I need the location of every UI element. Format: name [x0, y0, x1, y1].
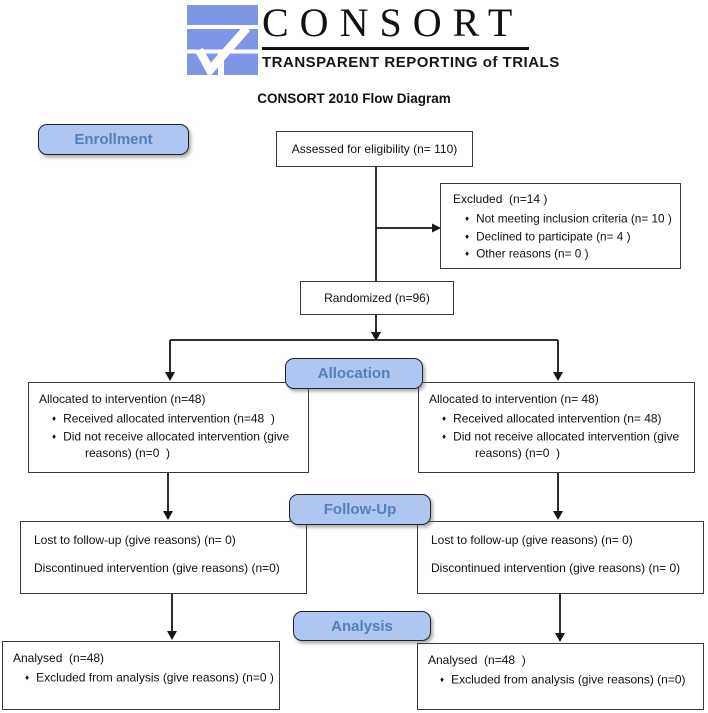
- followup-left-line: Lost to follow-up (give reasons) (n= 0): [34, 533, 236, 547]
- allocation-left-item: Did not receive allocated intervention (…: [39, 428, 304, 463]
- analysis-right-title: Analysed (n=48 ): [428, 653, 526, 667]
- arrowhead-alloc-right: [553, 372, 563, 381]
- analysis-right-item: Excluded from analysis (give reasons) (n…: [428, 671, 699, 689]
- assessed-eligibility-box: Assessed for eligibility (n= 110): [276, 131, 473, 167]
- excluded-item: Not meeting inclusion criteria (n= 10 ): [453, 210, 676, 228]
- allocation-right-title: Allocated to intervention (n= 48): [429, 392, 599, 406]
- followup-right-line: Lost to follow-up (give reasons) (n= 0): [431, 533, 633, 547]
- followup-left-line: Discontinued intervention (give reasons)…: [34, 561, 280, 575]
- followup-right-line: Discontinued intervention (give reasons)…: [431, 561, 681, 575]
- arrowhead-follow-right: [553, 511, 563, 520]
- page-title: CONSORT 2010 Flow Diagram: [257, 91, 451, 106]
- logo-underline: [262, 47, 529, 50]
- consort-logo-icon: [187, 5, 258, 75]
- stage-label-analysis: Analysis: [293, 611, 431, 641]
- stage-label-allocation: Allocation: [285, 358, 423, 389]
- arrowhead-analysis-left: [167, 631, 177, 640]
- analysis-left-title: Analysed (n=48): [13, 651, 105, 665]
- arrowhead-analysis-right: [555, 633, 565, 642]
- checkmark-icon: [195, 25, 251, 75]
- allocation-right-item: Received allocated intervention (n= 48): [429, 410, 690, 428]
- assessed-text: Assessed for eligibility (n= 110): [291, 142, 458, 156]
- followup-left-box: Lost to follow-up (give reasons) (n= 0) …: [20, 521, 307, 594]
- logo-subtitle: TRANSPARENT REPORTING of TRIALS: [262, 54, 560, 71]
- analysis-right-box: Analysed (n=48 ) Excluded from analysis …: [417, 643, 704, 710]
- arrowhead-alloc-left: [165, 372, 175, 381]
- allocation-right-item: Did not receive allocated intervention (…: [429, 428, 690, 463]
- excluded-item: Declined to participate (n= 4 ): [453, 228, 676, 246]
- excluded-box: Excluded (n=14 ) Not meeting inclusion c…: [440, 183, 681, 269]
- randomized-box: Randomized (n=96): [300, 281, 454, 315]
- analysis-left-item: Excluded from analysis (give reasons) (n…: [13, 669, 275, 687]
- allocation-left-item: Received allocated intervention (n=48 ): [39, 410, 304, 428]
- arrowhead-branch: [371, 332, 381, 341]
- excluded-item: Other reasons (n= 0 ): [453, 245, 676, 263]
- excluded-title: Excluded (n=14 ): [453, 192, 548, 206]
- allocation-left-title: Allocated to intervention (n=48): [39, 392, 206, 406]
- stage-label-enrollment: Enrollment: [38, 124, 189, 155]
- randomized-text: Randomized (n=96): [324, 291, 430, 305]
- allocation-right-box: Allocated to intervention (n= 48) Receiv…: [418, 382, 695, 473]
- arrowhead-follow-left: [163, 511, 173, 520]
- stage-label-followup: Follow-Up: [289, 494, 431, 525]
- followup-right-box: Lost to follow-up (give reasons) (n= 0) …: [417, 521, 704, 594]
- allocation-left-box: Allocated to intervention (n=48) Receive…: [28, 382, 309, 473]
- logo-wordmark: CONSORT: [262, 0, 524, 45]
- logo-text-block: CONSORT TRANSPARENT REPORTING of TRIALS: [262, 0, 560, 71]
- analysis-left-box: Analysed (n=48) Excluded from analysis (…: [2, 641, 280, 710]
